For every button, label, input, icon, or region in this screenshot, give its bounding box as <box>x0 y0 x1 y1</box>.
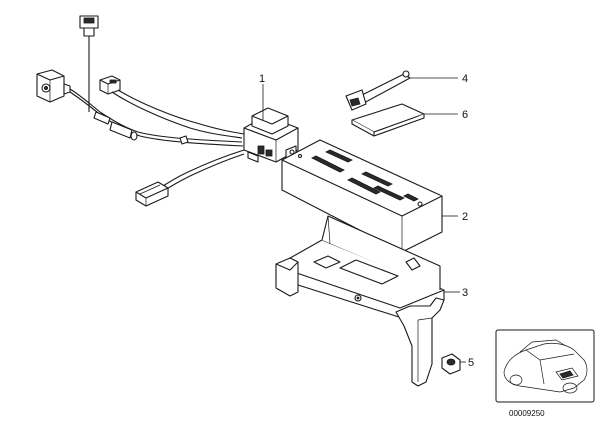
part-5-nut <box>441 353 466 375</box>
callout-1: 1 <box>259 73 265 85</box>
harness-left-connector <box>36 69 71 103</box>
callout-5: 5 <box>468 357 474 369</box>
harness-top-plug <box>79 15 99 112</box>
part-4-strap <box>345 70 458 111</box>
part-6-pad <box>351 103 458 137</box>
harness-mid-plug <box>99 75 121 95</box>
part-3-bracket <box>275 215 460 387</box>
callout-2: 2 <box>462 211 468 223</box>
harness-flat-plug <box>135 181 169 207</box>
callout-4: 4 <box>462 73 468 85</box>
harness-inline-sleeve <box>93 111 138 141</box>
callout-6: 6 <box>462 109 468 121</box>
car-location-thumbnail <box>495 329 595 403</box>
reference-number: 00009250 <box>509 409 545 418</box>
wiring-harness <box>36 15 245 207</box>
callout-3: 3 <box>462 287 468 299</box>
part-1-socket <box>243 84 299 163</box>
part-2-housing <box>281 139 458 253</box>
